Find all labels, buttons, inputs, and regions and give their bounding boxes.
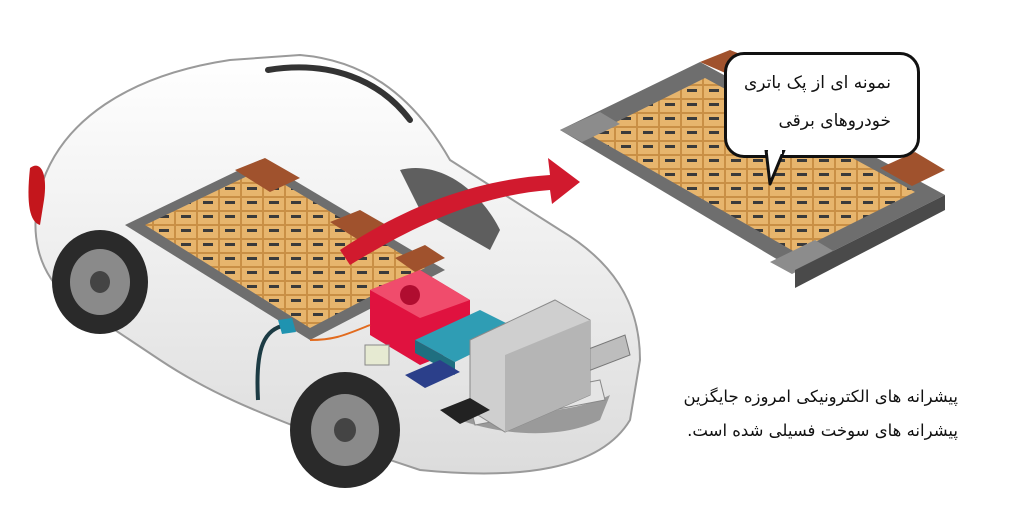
callout-line-1: نمونه ای از پک باتری <box>743 73 891 93</box>
caption-line-1: پیشرانه های الکترونیکی امروزه جایگزین <box>683 387 958 406</box>
callout-line-2: خودروهای برقی <box>778 111 891 131</box>
rear-wheel <box>52 230 148 334</box>
charging-cable <box>255 323 286 401</box>
control-box <box>405 360 460 388</box>
curved-arrow-icon <box>340 158 580 265</box>
auxiliary-battery <box>440 398 490 424</box>
caption-line-2: پیشرانه های سوخت فسیلی شده است. <box>687 421 958 440</box>
coolant-reservoir <box>364 344 390 366</box>
diagram-caption: پیشرانه های الکترونیکی امروزه جایگزین پی… <box>638 380 958 448</box>
callout-tail <box>764 150 786 186</box>
charging-plug-icon <box>278 318 296 334</box>
electric-car-icon <box>28 53 642 488</box>
battery-pack-icon <box>560 50 945 288</box>
front-wheel <box>290 372 400 488</box>
high-voltage-cable <box>309 324 371 341</box>
radiator <box>469 299 591 433</box>
battery-pack-callout: نمونه ای از پک باتری خودروهای برقی <box>724 52 920 158</box>
